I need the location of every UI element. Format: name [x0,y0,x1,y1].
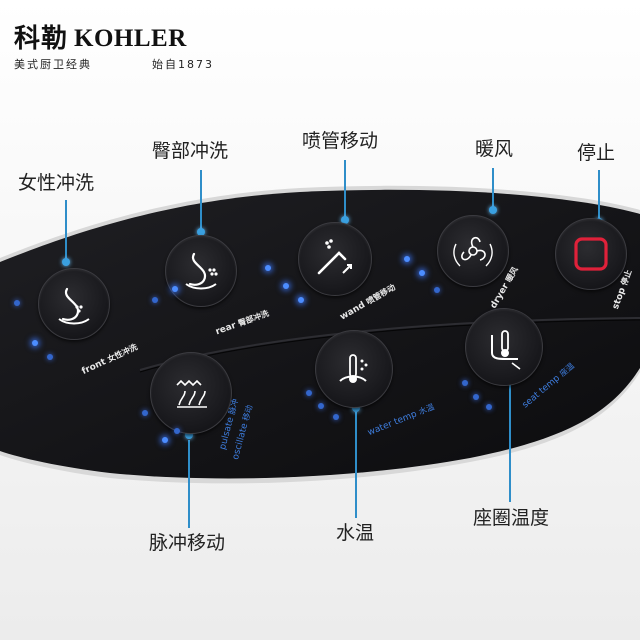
leader-dot-pulsate [185,431,193,439]
pulsate-oscillate-button[interactable] [150,352,232,434]
led-indicator [142,410,148,416]
rear-wash-icon [185,252,218,290]
leader-line-front [65,200,67,262]
leader-line-wand [344,160,346,220]
leader-dot-water-temp [352,404,360,412]
led-indicator [283,283,289,289]
wand-move-button[interactable] [298,222,372,296]
leader-line-water-temp [355,412,357,518]
led-indicator [47,354,53,360]
callout-wand-move: 喷管移动 [302,130,379,152]
led-indicator [172,286,178,292]
led-indicator [333,414,339,420]
callout-stop: 停止 [577,142,616,164]
brand-tagline: 美式厨卫经典 [14,58,92,71]
front-wash-icon [58,287,90,325]
led-indicator [404,256,410,262]
led-indicator [473,394,479,400]
front-wash-button[interactable] [38,268,110,340]
led-indicator [462,380,468,386]
leader-line-stop [598,170,600,222]
led-indicator [434,287,440,293]
stop-button[interactable] [555,218,627,290]
led-indicator [419,270,425,276]
led-indicator [318,403,324,409]
leader-dot-rear [197,228,205,236]
water-temp-icon [339,354,368,383]
brand-name-en: KOHLER [74,25,187,52]
led-indicator [486,404,492,410]
brand-name-cn: 科勒 [14,24,69,54]
led-indicator [298,297,304,303]
led-indicator [14,300,20,306]
brand-since: 始自1873 [152,58,214,71]
leader-line-dryer [492,168,494,210]
led-indicator [265,265,271,271]
wand-move-icon [317,239,352,275]
stop-square-icon [574,237,608,271]
led-indicator [174,428,180,434]
callout-dryer: 暖风 [475,138,514,160]
leader-dot-front [62,258,70,266]
callout-seat-temp: 座圈温度 [473,507,550,529]
callout-pulsate: 脉冲移动 [149,532,226,554]
led-indicator [32,340,38,346]
callout-rear-wash: 臀部冲洗 [152,140,229,162]
seat-temp-button[interactable] [465,308,543,386]
leader-dot-dryer [489,206,497,214]
kohler-brand-logo: 科勒 KOHLER 美式厨卫经典 始自1873 [14,26,214,72]
callout-water-temp: 水温 [336,522,375,544]
rear-wash-button[interactable] [165,235,237,307]
leader-dot-wand [341,216,349,224]
dryer-fan-icon [453,236,493,267]
led-indicator [306,390,312,396]
leader-line-pulsate [188,440,190,528]
leader-line-rear [200,170,202,232]
callout-front-wash: 女性冲洗 [18,172,95,194]
led-indicator [162,437,168,443]
pulsate-wave-icon [176,379,207,408]
seat-temp-icon [491,330,521,370]
led-indicator [152,297,158,303]
leader-line-seat-temp [509,382,511,502]
dryer-button[interactable] [437,215,509,287]
water-temp-button[interactable] [315,330,393,408]
